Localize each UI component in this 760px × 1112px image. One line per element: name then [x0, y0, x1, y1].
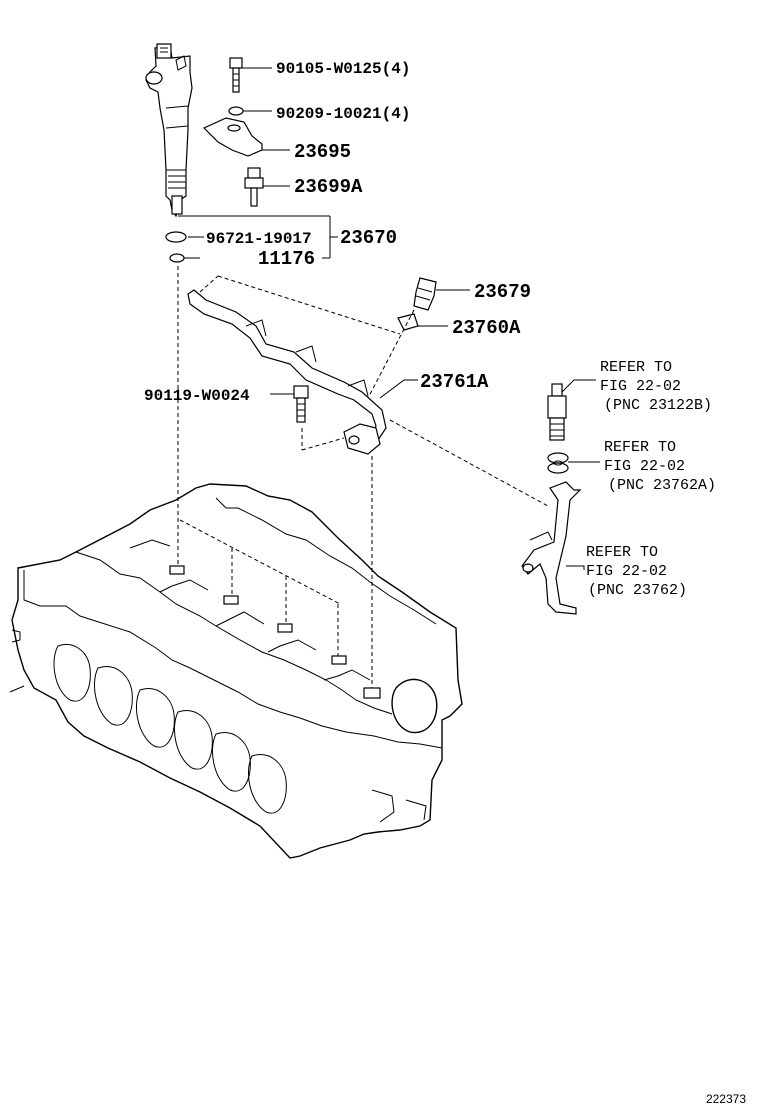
- seal-23762a-drawing: [547, 452, 569, 474]
- reference-3-line1: REFER TO: [586, 544, 658, 561]
- callout-23760a: 23760A: [452, 317, 521, 339]
- callout-90105: 90105-W0125(4): [276, 60, 410, 78]
- union-23679-drawing: [413, 277, 437, 311]
- assembly-lines: [177, 266, 549, 690]
- stud-23699a-drawing: [244, 167, 264, 207]
- callout-96721: 96721-19017: [206, 230, 312, 248]
- callout-90209: 90209-10021(4): [276, 105, 410, 123]
- reference-1-line3: (PNC 23122B): [604, 397, 712, 414]
- callout-23761a: 23761A: [420, 371, 489, 393]
- pressure-sensor-drawing: [547, 383, 567, 441]
- cylinder-head-drawing: [9, 483, 463, 859]
- reference-2-line3: (PNC 23762A): [608, 477, 716, 494]
- callout-11176: 11176: [258, 248, 315, 270]
- injector-drawing: [145, 43, 193, 218]
- reference-note-3: REFER TO FIG 22-02 (PNC 23762): [586, 544, 687, 599]
- fuel-pipe-23761a-drawing: [187, 289, 387, 455]
- pipe-23762-drawing: [521, 481, 582, 615]
- gasket-11176: [169, 253, 185, 263]
- reference-note-1: REFER TO FIG 22-02 (PNC 23122B): [600, 359, 712, 414]
- callout-23679: 23679: [474, 281, 531, 303]
- washer-90209: [228, 106, 244, 116]
- reference-note-2: REFER TO FIG 22-02 (PNC 23762A): [604, 439, 716, 494]
- bolt-90119-drawing: [293, 385, 309, 423]
- callout-23699a: 23699A: [294, 176, 363, 198]
- reference-1-line2: FIG 22-02: [600, 378, 681, 395]
- clip-23760a-drawing: [397, 313, 419, 331]
- callout-23670: 23670: [340, 227, 397, 249]
- callout-90119: 90119-W0024: [144, 387, 250, 405]
- figure-number: 222373: [706, 1092, 746, 1106]
- clamp-23695-drawing: [202, 117, 263, 157]
- reference-2-line2: FIG 22-02: [604, 458, 685, 475]
- reference-1-line1: REFER TO: [600, 359, 672, 376]
- reference-3-line3: (PNC 23762): [588, 582, 687, 599]
- bolt-90105-drawing: [229, 57, 243, 93]
- o-ring-96721: [165, 231, 187, 243]
- callout-23695: 23695: [294, 141, 351, 163]
- reference-2-line1: REFER TO: [604, 439, 676, 456]
- reference-3-line2: FIG 22-02: [586, 563, 667, 580]
